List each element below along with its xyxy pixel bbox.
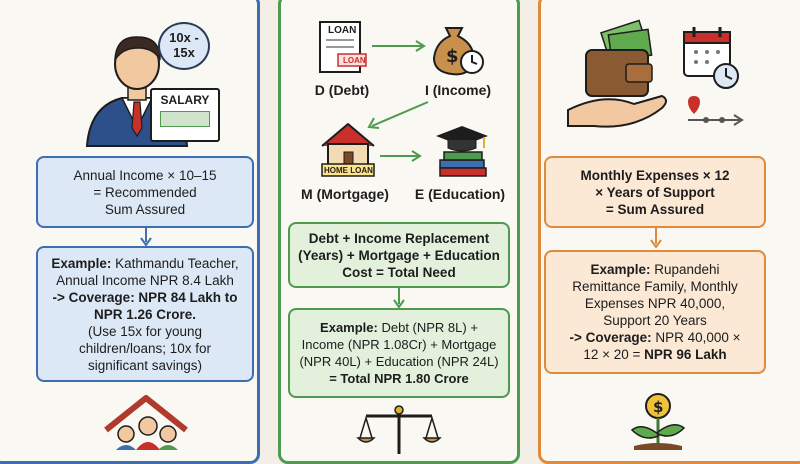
dime-formula-line1: Debt + Income Replacement (308, 230, 490, 246)
dime-formula-box: Debt + Income Replacement (Years) + Mort… (288, 222, 510, 288)
loan-document-title: LOAN (328, 25, 357, 36)
dime-example-box: Example: Debt (NPR 8L) + Income (NPR 1.0… (288, 308, 510, 398)
salary-label: SALARY (160, 93, 210, 107)
balance-scale-icon (356, 405, 442, 454)
income-formula-line1: Annual Income × 10–15 (73, 167, 217, 183)
family-house-icon (104, 395, 188, 450)
income-formula-line3: Sum Assured (104, 201, 186, 217)
calendar-clock-icon (683, 27, 739, 89)
expense-formula-line3: = Sum Assured (605, 201, 705, 217)
expense-formula-line1: Monthly Expenses × 12 (580, 167, 730, 183)
multiplier-badge-line1: 10x - (169, 30, 199, 45)
expense-formula-line2: × Years of Support (595, 184, 715, 200)
loan-document-icon (319, 21, 367, 73)
mortgage-to-education-arrow (380, 150, 422, 162)
income-example-coverage: -> Coverage: NPR 84 Lakh to (52, 289, 238, 305)
dime-formula-line3: Cost = Total Need (342, 264, 456, 280)
left-down-arrow (140, 228, 152, 247)
income-example-coverage2: NPR 1.26 Crore. (93, 306, 197, 322)
expense-example-line2: Remittance Family, Monthly (572, 279, 738, 294)
income-formula-box: Annual Income × 10–15 = Recommended Sum … (36, 156, 254, 228)
debt-label: D (Debt) (314, 82, 370, 98)
dime-example-line1: Debt (NPR 8L) + (377, 320, 478, 335)
debt-to-income-arrow (372, 40, 426, 52)
expense-example-line4: Support 20 Years (603, 313, 707, 328)
home-loan-house-icon (321, 123, 375, 177)
expense-example-coverage: -> Coverage: (569, 330, 652, 345)
money-bag-clock-icon: $ (432, 27, 484, 76)
dime-example-lead: Example: (320, 320, 378, 335)
expense-example-result: NPR 96 Lakh (644, 347, 727, 362)
middle-down-arrow (393, 288, 405, 309)
expense-example-box: Example: Rupandehi Remittance Family, Mo… (544, 250, 766, 374)
education-label: E (Education) (414, 186, 506, 202)
salary-slip: SALARY (150, 88, 220, 142)
expense-example-line5: 12 × 20 = (583, 347, 645, 362)
dime-example-total: = Total NPR 1.80 Crore (329, 371, 469, 386)
expense-example-coverage-val: NPR 40,000 × (651, 330, 741, 345)
home-loan-sign: HOME LOAN (324, 166, 373, 175)
timeline-pin-icon (688, 96, 744, 126)
dime-formula-line2: (Years) + Mortgage + Education (298, 247, 500, 263)
income-example-line2: Annual Income NPR 8.4 Lakh (56, 272, 234, 288)
income-example-lead: Example: (51, 255, 112, 271)
wallet-money-hand-icon (567, 19, 667, 128)
income-example-note1: (Use 15x for young (87, 323, 203, 339)
mortgage-label: M (Mortgage) (301, 186, 389, 202)
expense-formula-box: Monthly Expenses × 12 × Years of Support… (544, 156, 766, 228)
expense-method-panel (538, 0, 800, 464)
expense-example-lead: Example: (590, 262, 651, 277)
income-example-box: Example: Kathmandu Teacher, Annual Incom… (36, 246, 254, 382)
income-example-note2: children/loans; 10x for (78, 340, 212, 356)
svg-text:$: $ (653, 398, 663, 416)
right-down-arrow (650, 228, 662, 249)
income-to-mortgage-arrow (367, 101, 429, 129)
dime-example-line2: Income (NPR 1.08Cr) + Mortgage (301, 337, 497, 352)
dime-example-line3: (NPR 40L) + Education (NPR 24L) (299, 354, 499, 369)
income-label: I (Income) (424, 82, 492, 98)
income-formula-line2: = Recommended (93, 184, 197, 200)
expense-example-line1: Rupandehi (650, 262, 720, 277)
income-example-note3: significant savings) (87, 357, 203, 373)
expense-example-line3: Expenses NPR 40,000, (584, 296, 726, 311)
multiplier-badge: 10x - 15x (158, 22, 210, 70)
svg-text:$: $ (446, 46, 459, 67)
income-example-line1: Kathmandu Teacher, (111, 255, 239, 271)
coin-plant-icon: $ (630, 393, 686, 450)
multiplier-badge-line2: 15x (173, 45, 195, 60)
loan-document-tag: LOAN (343, 56, 366, 65)
graduation-books-icon (436, 126, 488, 177)
